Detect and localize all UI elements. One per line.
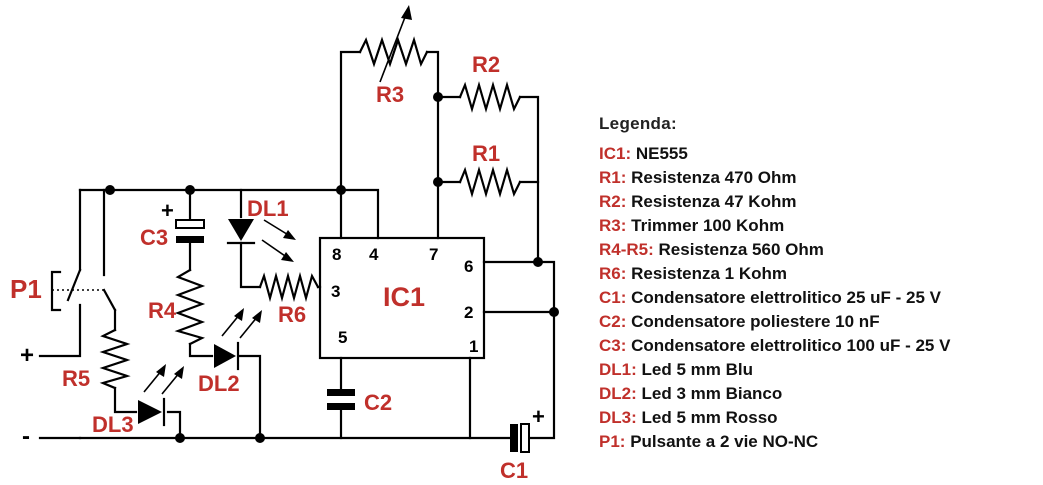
r6-resistor: R6 — [258, 271, 320, 327]
c3-capacitor: + C3 — [140, 198, 205, 250]
plus-input-label: + — [20, 342, 34, 369]
dl3-led: DL3 — [92, 364, 184, 437]
c2-capacitor: C2 — [327, 389, 392, 415]
r3-trimmer: R3 — [358, 5, 429, 107]
legend-item: R4-R5: Resistenza 560 Ohm — [599, 238, 950, 262]
legend-item-desc: Condensatore elettrolitico 100 uF - 25 V — [626, 336, 951, 355]
legend-item: R6: Resistenza 1 Kohm — [599, 262, 950, 286]
pin-6-label: 6 — [464, 257, 473, 276]
legend-title: Legenda: — [599, 114, 677, 133]
c1-plus-sign: + — [532, 404, 545, 429]
legend-item-desc: Pulsante a 2 vie NO-NC — [625, 432, 819, 451]
legend-item-code: R1: — [599, 168, 627, 187]
c1-label: C1 — [500, 458, 528, 483]
p1-pushbutton: P1 — [10, 268, 104, 312]
legend-item-desc: Resistenza 560 Ohm — [653, 240, 824, 259]
pin-1-label: 1 — [469, 337, 478, 356]
legend-item: P1: Pulsante a 2 vie NO-NC — [599, 430, 950, 454]
dl1-label: DL1 — [247, 196, 289, 221]
legend-item-code: C1: — [599, 288, 627, 307]
legend-item: R1: Resistenza 470 Ohm — [599, 166, 950, 190]
legend-item-code: R2: — [599, 192, 627, 211]
r1-label: R1 — [472, 141, 500, 166]
legend-item-desc: Resistenza 47 Kohm — [626, 192, 797, 211]
dl3-label: DL3 — [92, 412, 134, 437]
legend-item-code: C3: — [599, 336, 627, 355]
legend-item-code: R4-R5: — [599, 240, 654, 259]
dl2-label: DL2 — [198, 371, 240, 396]
legend-item-desc: Trimmer 100 Kohm — [626, 216, 785, 235]
ic1-label: IC1 — [383, 282, 425, 312]
legend-item: C3: Condensatore elettrolitico 100 uF - … — [599, 334, 950, 358]
pin-7-label: 7 — [429, 245, 438, 264]
legend-item-code: C2: — [599, 312, 627, 331]
legend-item-desc: Resistenza 1 Kohm — [626, 264, 788, 283]
r6-label: R6 — [278, 302, 306, 327]
legend-item-desc: Resistenza 470 Ohm — [626, 168, 797, 187]
r4-label: R4 — [148, 298, 177, 323]
legend-item-code: P1: — [599, 432, 626, 451]
legend-item-desc: Condensatore elettrolitico 25 uF - 25 V — [626, 288, 941, 307]
pin-8-label: 8 — [332, 245, 341, 264]
ic1-chip: IC1 8 4 7 6 3 2 5 1 — [318, 236, 486, 360]
p1-label: P1 — [10, 274, 42, 304]
r2-resistor: R2 — [458, 52, 522, 113]
legend-item-code: DL3: — [599, 408, 637, 427]
pin-4-label: 4 — [369, 245, 379, 264]
r3-label: R3 — [376, 82, 404, 107]
legend-item-code: DL2: — [599, 384, 637, 403]
c3-plus-sign: + — [161, 198, 174, 223]
c2-label: C2 — [364, 390, 392, 415]
legend-item-code: DL1: — [599, 360, 637, 379]
r5-label: R5 — [62, 366, 90, 391]
legend-item: DL2: Led 3 mm Bianco — [599, 382, 950, 406]
dl1-led: DL1 — [226, 196, 296, 262]
r5-resistor: R5 — [62, 328, 131, 391]
pin-5-label: 5 — [338, 328, 347, 347]
pin-2-label: 2 — [464, 303, 473, 322]
legend-item-code: R3: — [599, 216, 627, 235]
legend-item: DL1: Led 5 mm Blu — [599, 358, 950, 382]
legend-item-desc: Led 5 mm Blu — [636, 360, 753, 379]
legend-item: IC1: NE555 — [599, 142, 950, 166]
r4-resistor: R4 — [148, 268, 206, 346]
legend-item-code: IC1: — [599, 144, 632, 163]
legend-item: R3: Trimmer 100 Kohm — [599, 214, 950, 238]
legend-item: C1: Condensatore elettrolitico 25 uF - 2… — [599, 286, 950, 310]
legend-item-desc: Led 5 mm Rosso — [636, 408, 778, 427]
pin-3-label: 3 — [331, 282, 340, 301]
legend-item: DL3: Led 5 mm Rosso — [599, 406, 950, 430]
legend-item-desc: NE555 — [631, 144, 688, 163]
legend-item-desc: Condensatore poliestere 10 nF — [626, 312, 880, 331]
legend-item: C2: Condensatore poliestere 10 nF — [599, 310, 950, 334]
legend-item: R2: Resistenza 47 Kohm — [599, 190, 950, 214]
r2-label: R2 — [472, 52, 500, 77]
c1-capacitor: + C1 — [500, 404, 545, 483]
dl2-led: DL2 — [198, 308, 262, 396]
legend-item-code: R6: — [599, 264, 627, 283]
junctions — [105, 92, 559, 443]
c3-label: C3 — [140, 225, 168, 250]
minus-input-label: - — [22, 423, 30, 450]
legend-item-desc: Led 3 mm Bianco — [636, 384, 783, 403]
r1-resistor: R1 — [458, 141, 522, 198]
wires — [38, 50, 556, 440]
